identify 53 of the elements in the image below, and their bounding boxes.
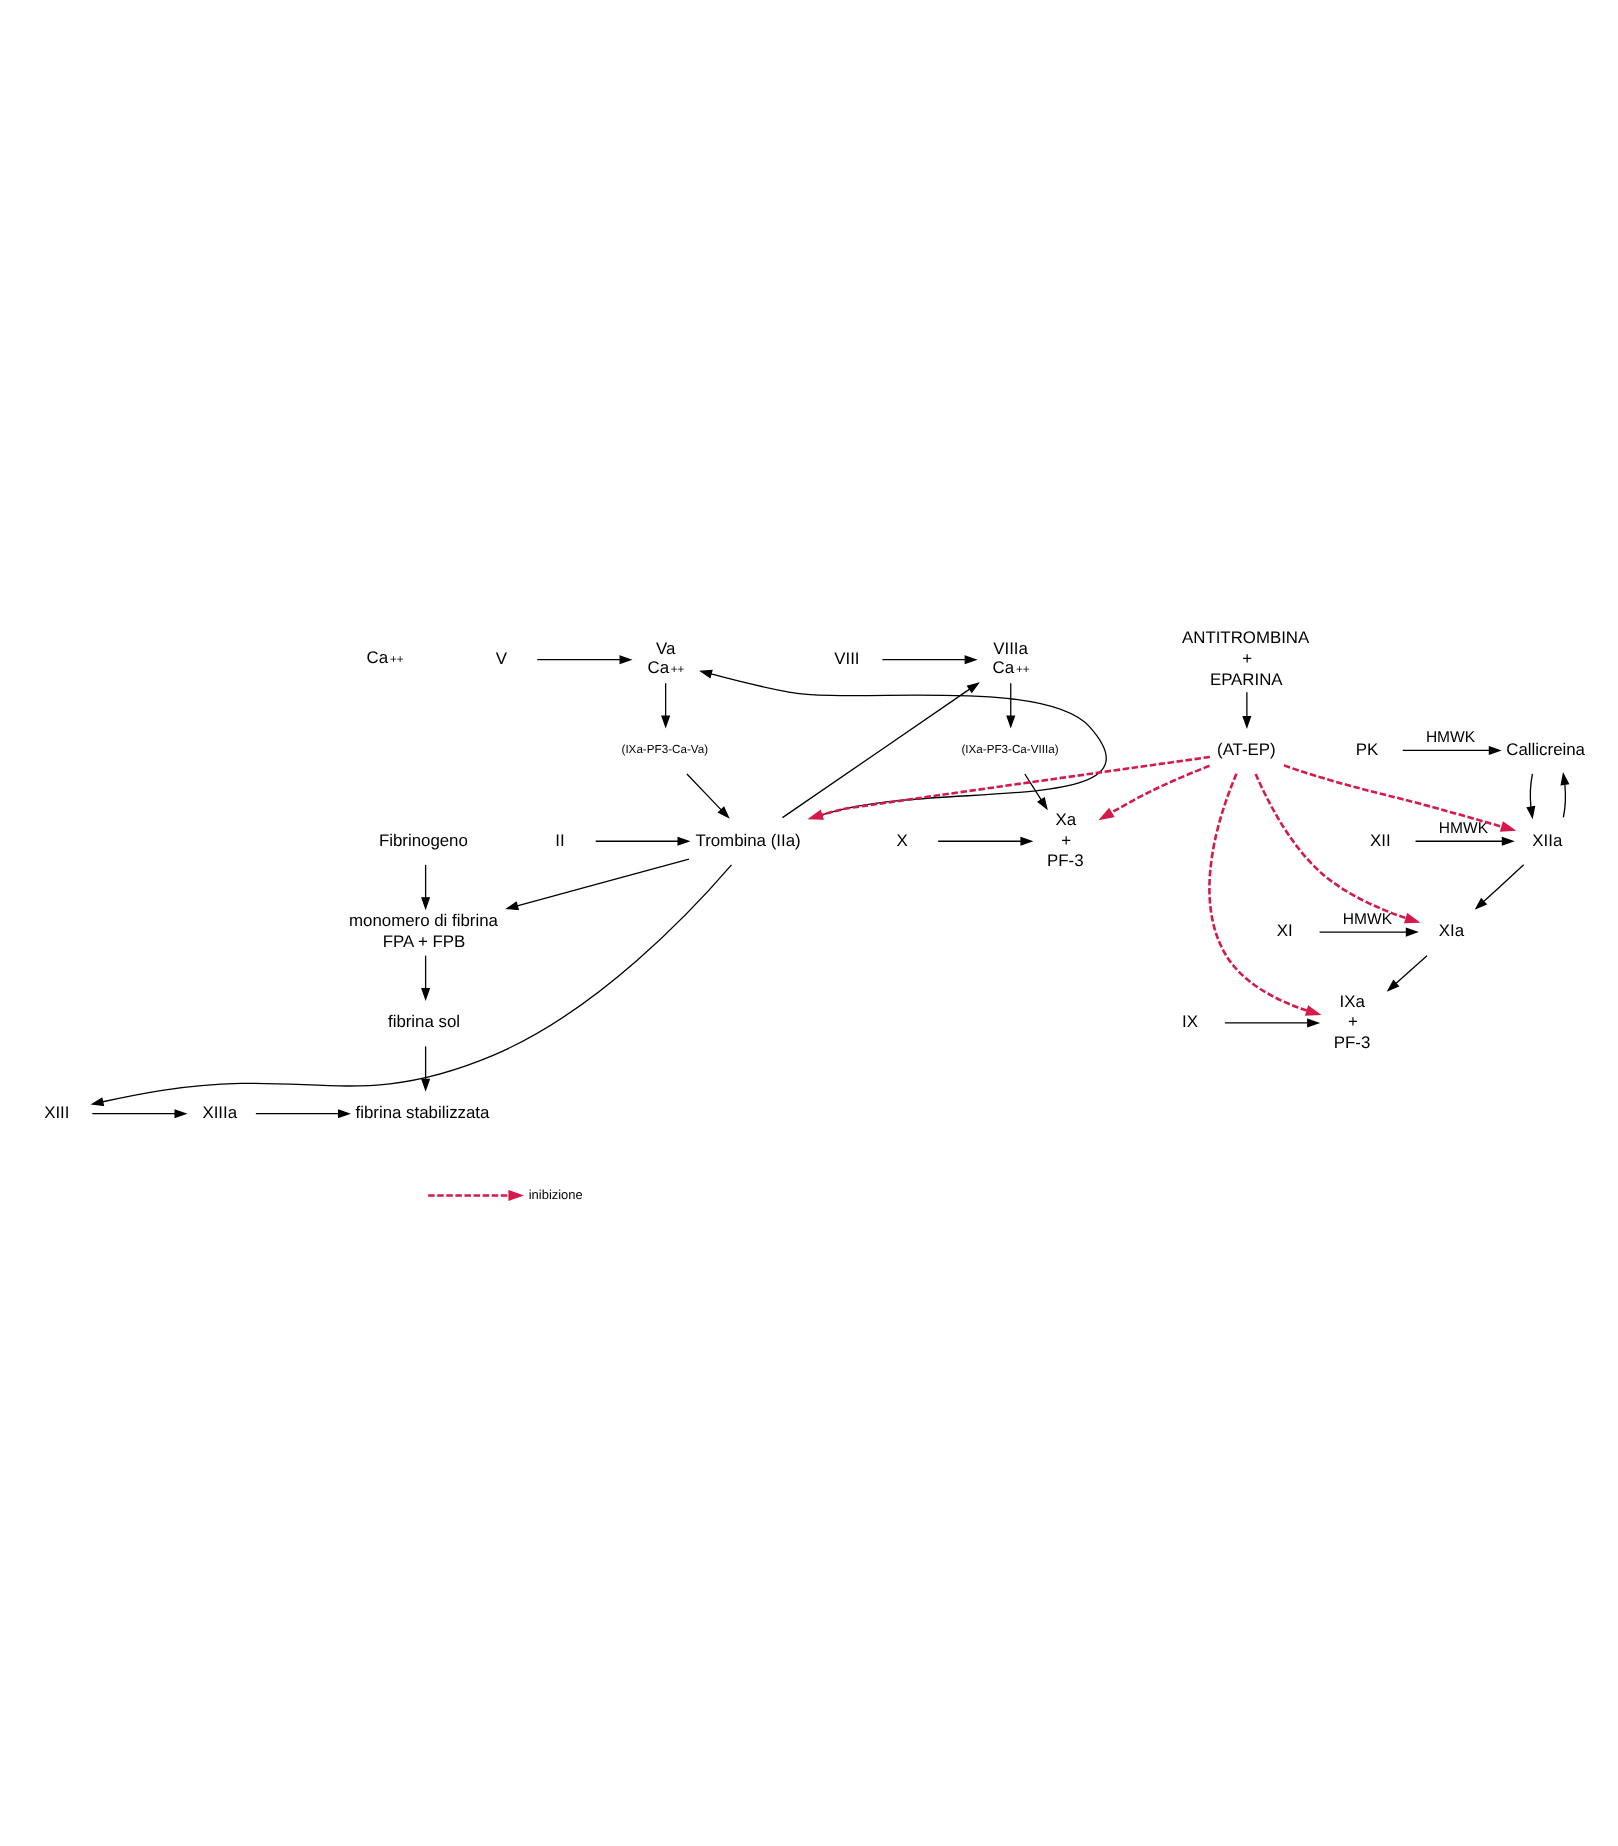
node-text: XII bbox=[1370, 829, 1391, 850]
arrow bbox=[1254, 773, 1421, 924]
node-text: ANTITROMBINA + EPARINA bbox=[1182, 627, 1310, 689]
arrow bbox=[1024, 773, 1048, 811]
arrow bbox=[699, 669, 1107, 819]
arrow bbox=[937, 836, 1034, 846]
node-text: XIIIa bbox=[202, 1102, 238, 1123]
node-text: VIII bbox=[834, 648, 860, 669]
arrow bbox=[421, 864, 431, 911]
arrow bbox=[1386, 955, 1428, 992]
arrow bbox=[255, 1109, 351, 1119]
node-text: Fibrinogeno bbox=[378, 829, 468, 850]
arrow bbox=[1224, 1018, 1321, 1028]
arrow bbox=[661, 682, 671, 729]
arrow bbox=[421, 955, 431, 1001]
node-text: V bbox=[495, 648, 507, 669]
arrow bbox=[1006, 682, 1016, 729]
arrow bbox=[1414, 836, 1515, 846]
arrow bbox=[1208, 773, 1322, 1016]
arrow bbox=[421, 1045, 431, 1092]
node-text: XIa bbox=[1438, 920, 1465, 941]
arrow bbox=[536, 655, 633, 665]
arrow bbox=[1560, 772, 1570, 819]
node-text: IXa + PF-3 bbox=[1333, 990, 1371, 1053]
arrow bbox=[807, 755, 1211, 820]
arrow bbox=[1318, 927, 1419, 937]
arrow bbox=[1283, 764, 1517, 832]
arrow bbox=[1098, 764, 1210, 821]
arrow bbox=[1242, 691, 1252, 729]
arrow bbox=[595, 836, 691, 846]
node-text: fibrina sol bbox=[387, 1011, 461, 1032]
arrow bbox=[1526, 773, 1536, 820]
arrow bbox=[686, 773, 730, 819]
node-text: Xa + PF-3 bbox=[1047, 808, 1084, 871]
node-text: PK bbox=[1355, 738, 1379, 759]
node-text: II bbox=[555, 829, 565, 850]
arrow bbox=[505, 858, 690, 911]
node-text: XIIa bbox=[1532, 829, 1563, 850]
arrow bbox=[781, 682, 980, 819]
arrow bbox=[1474, 864, 1525, 910]
arrow bbox=[881, 655, 978, 665]
node-text: monomero di fibrina FPA + FPB bbox=[349, 910, 498, 951]
node-text: Trombina (IIa) bbox=[695, 829, 801, 850]
node-text: IX bbox=[1182, 1011, 1198, 1032]
node-text: (AT-EP) bbox=[1217, 738, 1276, 759]
arrow bbox=[90, 864, 733, 1107]
node-text: XIII bbox=[44, 1102, 70, 1123]
node-text: XI bbox=[1276, 920, 1293, 941]
arrow bbox=[91, 1109, 188, 1119]
arrow bbox=[1402, 745, 1502, 755]
node-text: fibrina stabilizzata bbox=[355, 1102, 490, 1123]
node-text: Callicreina bbox=[1506, 738, 1586, 759]
node-text: X bbox=[896, 829, 908, 850]
